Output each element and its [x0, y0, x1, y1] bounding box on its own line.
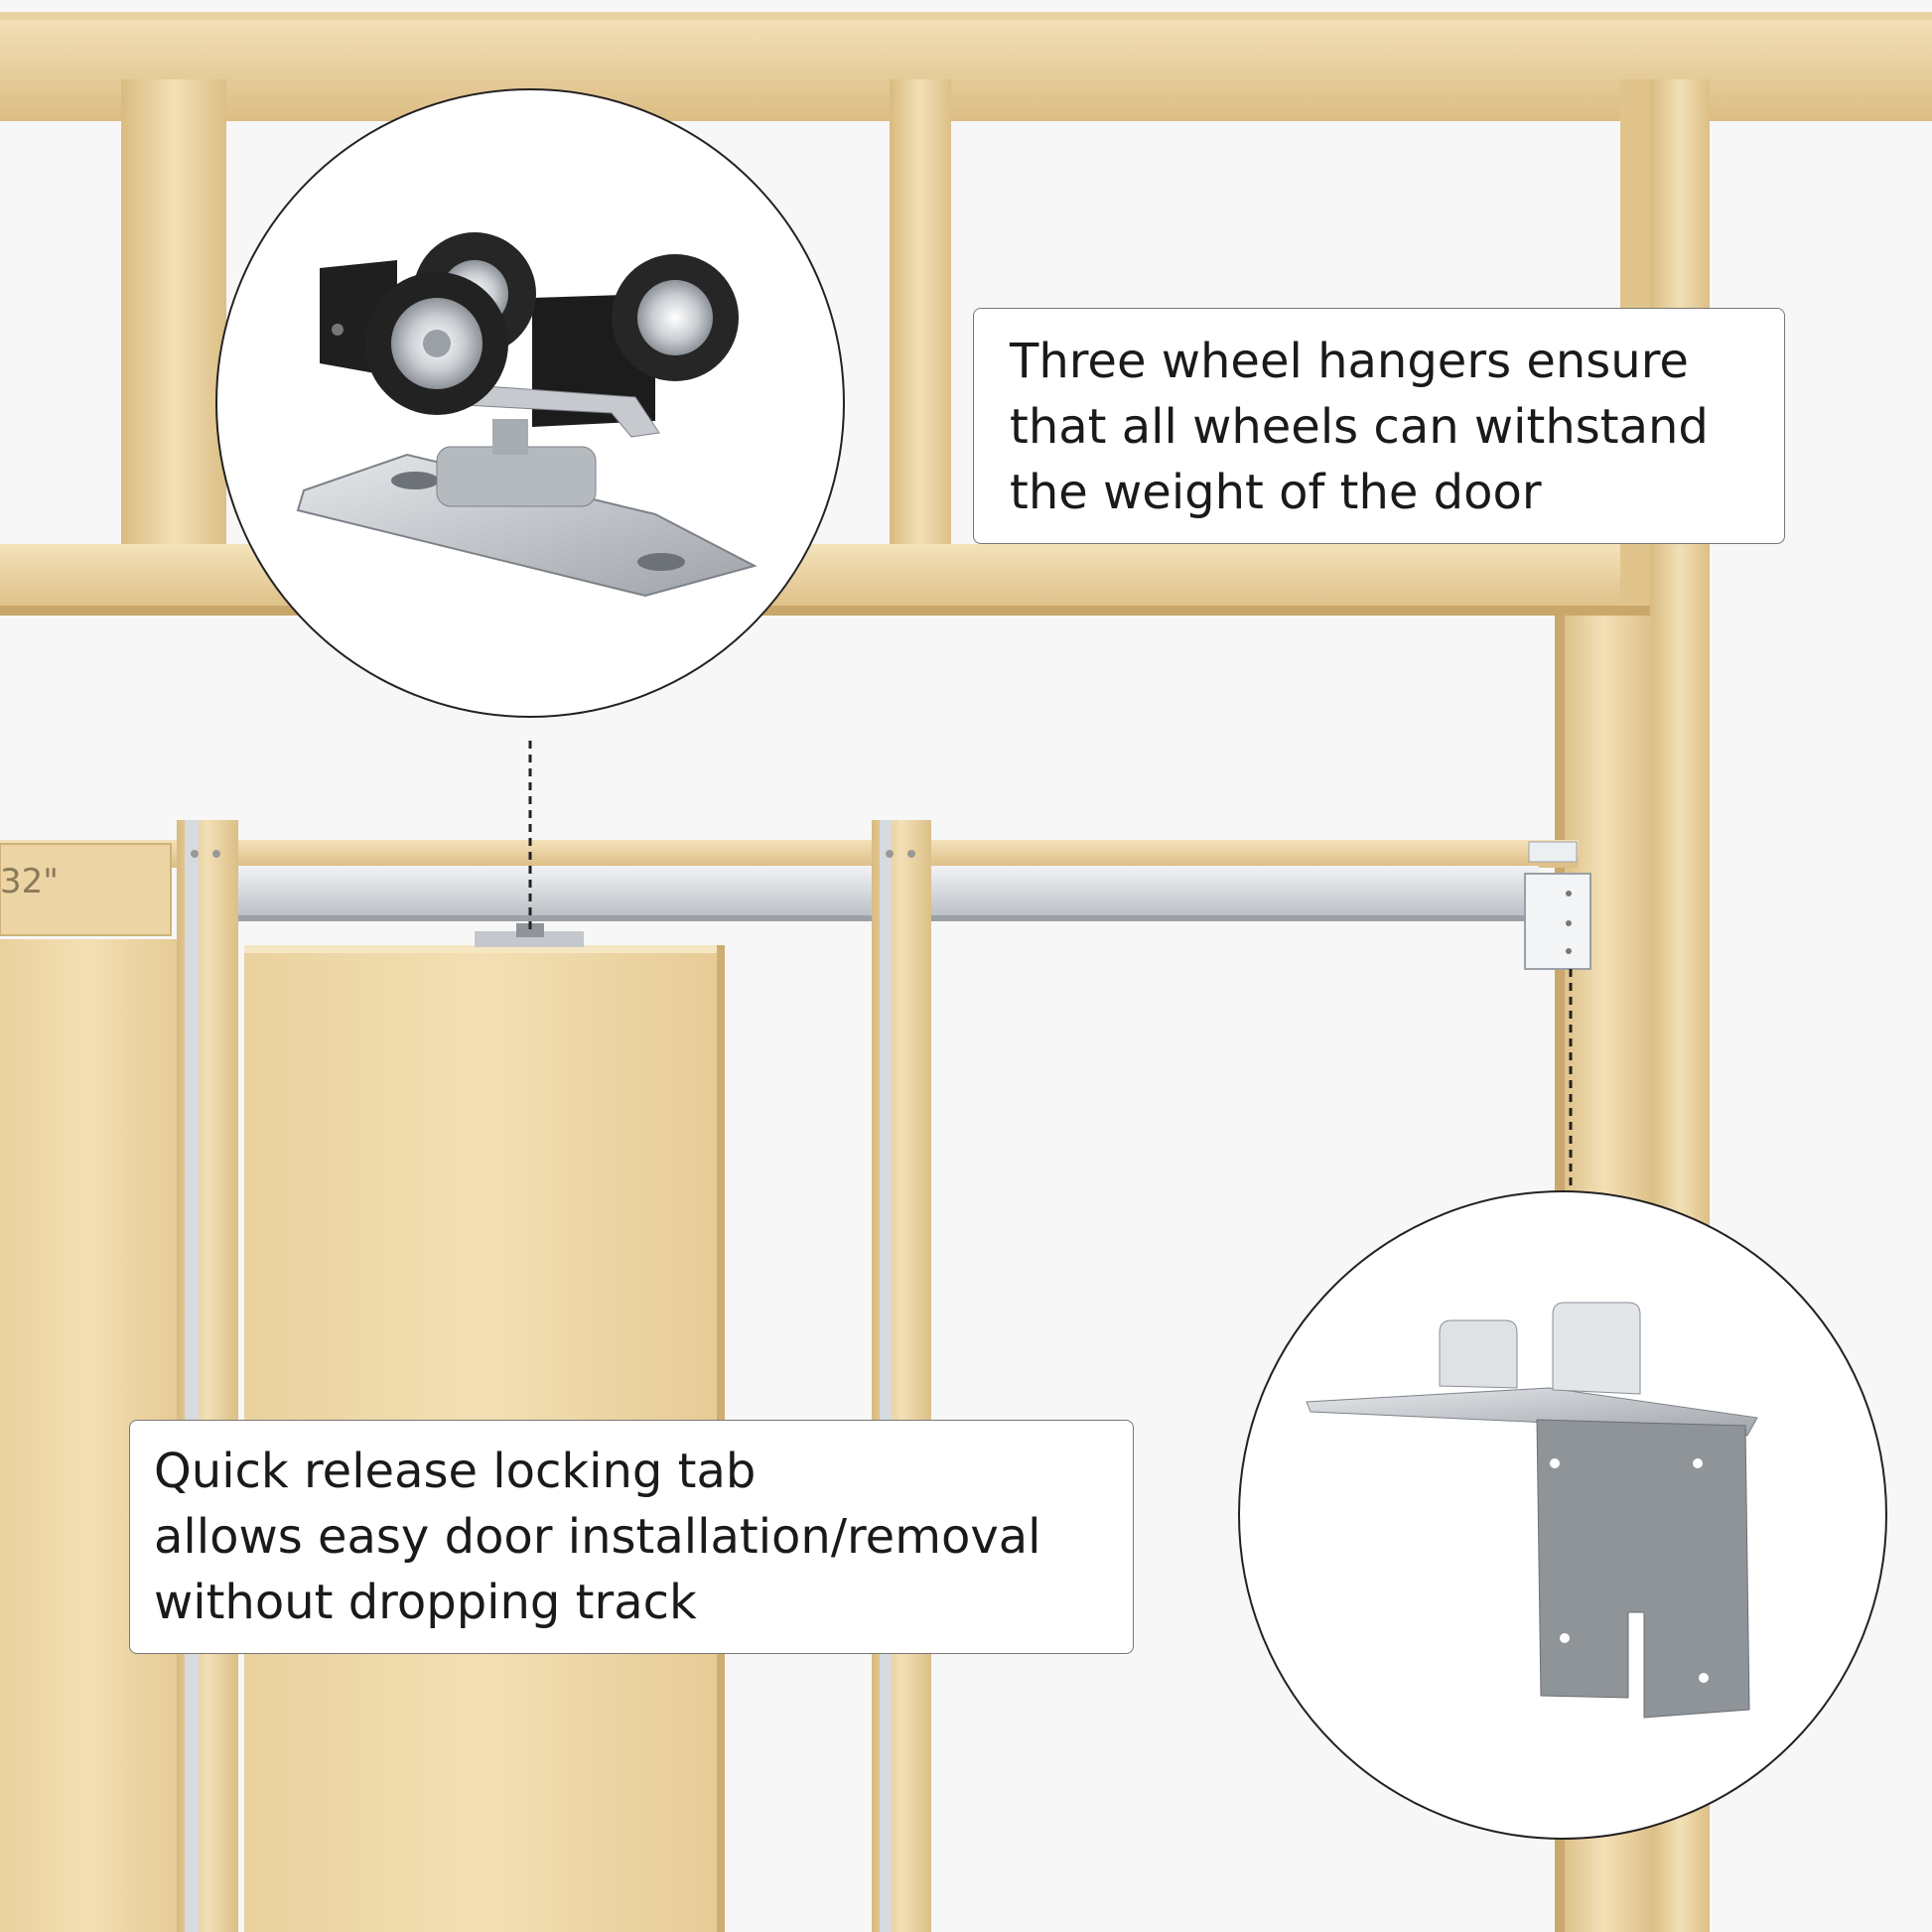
wheel-hanger-icon [215, 88, 845, 718]
track-assembly [0, 840, 1591, 970]
wheel-hangers-line-2: that all wheels can withstand [1010, 399, 1709, 455]
locking-tab-line-3: without dropping track [154, 1575, 697, 1630]
locking-tab-callout: Quick release locking tab allows easy do… [129, 1420, 1134, 1654]
locking-tab-bracket-icon [1238, 1190, 1887, 1840]
locking-tab-line-2: allows easy door installation/removal [154, 1509, 1041, 1565]
pocket-studs [177, 820, 931, 1932]
wheel-hangers-line-3: the weight of the door [1010, 465, 1542, 520]
dimension-label: 32" [0, 862, 59, 901]
wheel-hangers-line-1: Three wheel hangers ensure [1010, 334, 1689, 389]
wheel-hangers-callout: Three wheel hangers ensure that all whee… [973, 308, 1785, 544]
locking-tab-line-1: Quick release locking tab [154, 1444, 757, 1499]
